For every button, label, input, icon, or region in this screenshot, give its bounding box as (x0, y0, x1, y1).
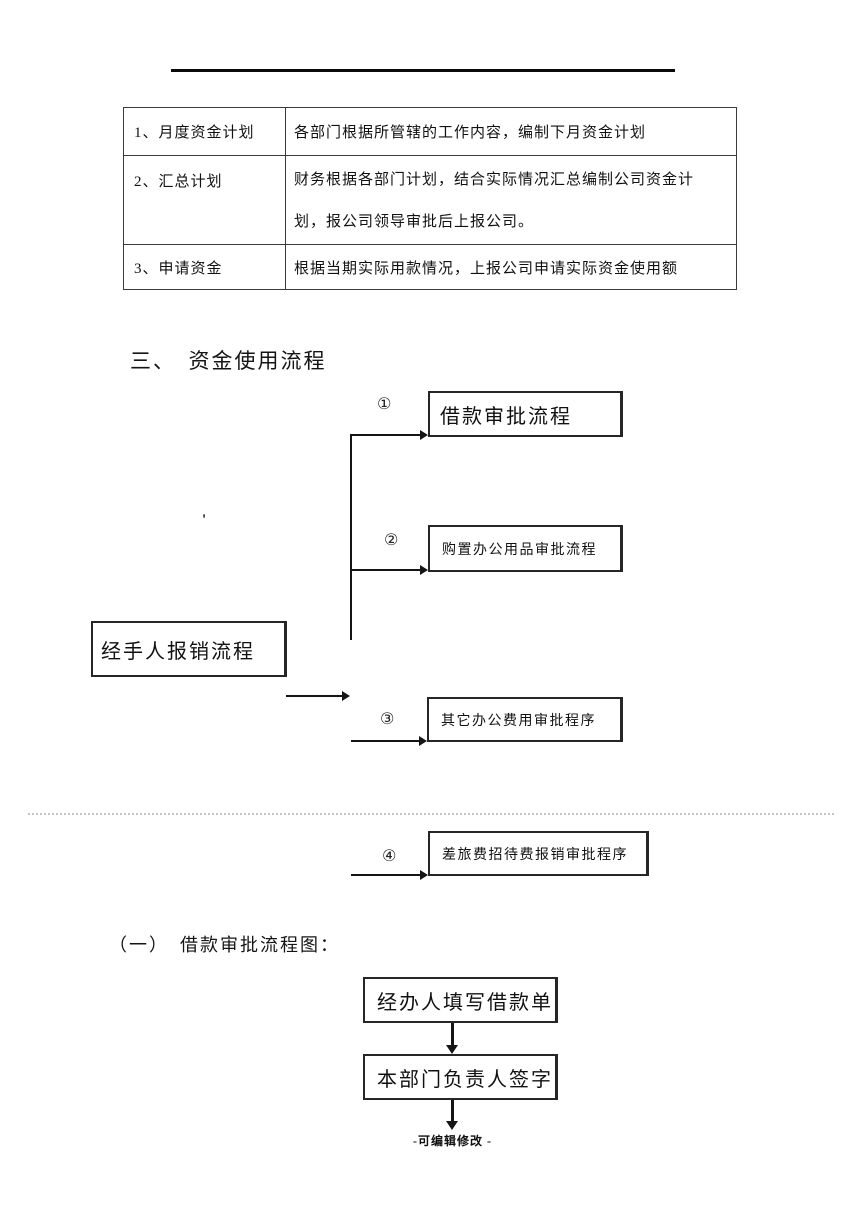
branch-box-label: 其它办公费用审批程序 (441, 713, 596, 729)
arrow-to-branch-4 (351, 870, 428, 880)
loan-step-label: 本部门负责人签字 (377, 1068, 553, 1091)
loan-step-box-fill-form: 经办人填写借款单 (363, 977, 558, 1023)
loan-step-label: 经办人填写借款单 (377, 991, 553, 1014)
source-box-handler-reimbursement: 经手人报销流程 (91, 621, 287, 677)
row-label: 2、汇总计划 (123, 155, 286, 245)
arrow-to-branch-3 (351, 736, 427, 746)
arrow-step1-to-step2 (446, 1023, 458, 1054)
row-label: 3、申请资金 (123, 244, 286, 290)
arrow-to-branch-1 (350, 430, 428, 440)
desc-line: 财务根据各部门计划，结合实际情况汇总编制公司资金计 (294, 172, 695, 188)
page-break-dotted-line (28, 813, 834, 815)
row-desc: 根据当期实际用款情况，上报公司申请实际资金使用额 (285, 244, 737, 290)
connector-vertical-line (350, 435, 352, 640)
arrow-to-branch-2 (350, 565, 428, 575)
branch-box-other-office-expense: 其它办公费用审批程序 (427, 697, 623, 742)
funding-plan-table: 1、月度资金计划 各部门根据所管辖的工作内容，编制下月资金计划 2、汇总计划 财… (123, 107, 737, 290)
branch-number-4: ④ (382, 846, 397, 865)
arrow-from-source-box (286, 691, 350, 701)
top-horizontal-rule (171, 69, 675, 72)
row-label: 1、月度资金计划 (123, 107, 286, 156)
arrow-step2-down (446, 1100, 458, 1130)
loan-step-box-department-sign: 本部门负责人签字 (363, 1054, 558, 1100)
branch-box-travel-entertainment: 差旅费招待费报销审批程序 (428, 831, 649, 876)
desc-line: 根据当期实际用款情况，上报公司申请实际资金使用额 (294, 260, 679, 277)
desc-line: 各部门根据所管辖的工作内容，编制下月资金计划 (294, 125, 647, 141)
source-box-label: 经手人报销流程 (101, 640, 255, 663)
branch-box-label: 借款审批流程 (440, 405, 572, 428)
branch-number-2: ② (384, 530, 399, 549)
row-desc: 各部门根据所管辖的工作内容，编制下月资金计划 (285, 107, 737, 156)
row-desc: 财务根据各部门计划，结合实际情况汇总编制公司资金计 划，报公司领导审批后上报公司… (285, 155, 737, 245)
table-row: 2、汇总计划 财务根据各部门计划，结合实际情况汇总编制公司资金计 划，报公司领导… (123, 155, 737, 245)
branch-box-loan-approval: 借款审批流程 (428, 391, 623, 437)
stray-mark: ' (202, 512, 207, 528)
table-row: 1、月度资金计划 各部门根据所管辖的工作内容，编制下月资金计划 (123, 107, 737, 156)
branch-number-3: ③ (380, 709, 395, 728)
branch-box-label: 购置办公用品审批流程 (442, 542, 597, 558)
branch-box-label: 差旅费招待费报销审批程序 (442, 847, 628, 863)
desc-line: 划，报公司领导审批后上报公司。 (294, 214, 535, 230)
footer-editable-note: -可编辑修改 - (413, 1134, 492, 1148)
subsection-heading: （一） 借款审批流程图： (109, 935, 340, 955)
section-heading: 三、 资金使用流程 (130, 349, 327, 373)
branch-box-office-supplies: 购置办公用品审批流程 (428, 525, 623, 572)
branch-number-1: ① (377, 394, 392, 413)
table-row: 3、申请资金 根据当期实际用款情况，上报公司申请实际资金使用额 (123, 244, 737, 290)
